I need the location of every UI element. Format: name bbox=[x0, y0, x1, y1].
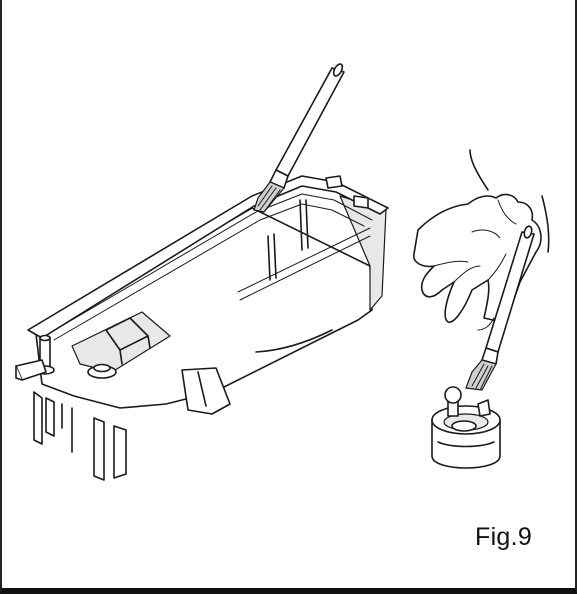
figure-label: Fig.9 bbox=[475, 523, 533, 551]
tank-legs bbox=[33, 391, 127, 481]
cleaning-brush-right bbox=[465, 225, 535, 391]
brush-bristles-right bbox=[465, 359, 497, 391]
atomizer-unit bbox=[431, 386, 501, 469]
cleaning-brush-left bbox=[253, 63, 345, 213]
water-tank bbox=[15, 175, 389, 481]
